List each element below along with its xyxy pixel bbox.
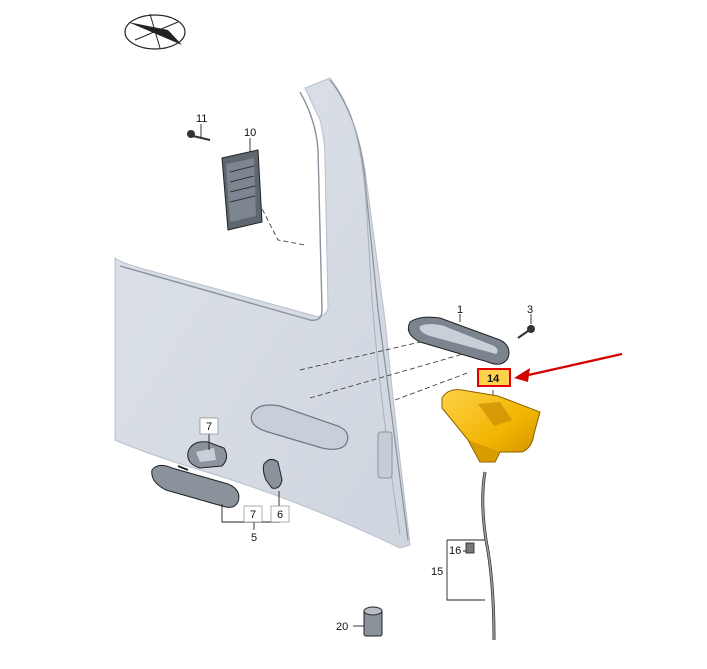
part-14-bracket (441, 389, 541, 463)
label-7-top: 7 (206, 421, 212, 433)
label-15: 15 (431, 566, 443, 578)
label-20: 20 (336, 621, 348, 633)
label-6: 6 (277, 509, 283, 521)
door-panel (114, 77, 411, 549)
part-6-cover (262, 458, 283, 489)
label-3: 3 (527, 304, 533, 316)
highlight-arrow-icon (514, 352, 623, 382)
label-16: 16 (449, 545, 461, 557)
part-7-cap (187, 441, 228, 469)
label-1: 1 (457, 304, 463, 316)
part-20-plug (353, 606, 383, 637)
part-11-screw (187, 130, 211, 141)
part-3-screw (517, 325, 535, 339)
label-14: 14 (487, 373, 500, 385)
part-labels: 11 10 1 3 7 7 6 5 16 15 20 14 (196, 113, 533, 633)
label-7-bottom: 7 (250, 509, 256, 521)
label-5: 5 (251, 532, 257, 544)
part-16-clip (463, 542, 475, 554)
part-10-module (221, 149, 263, 231)
group-15-bracket (446, 539, 485, 601)
highlight-box (477, 368, 511, 387)
label-10: 10 (244, 127, 256, 139)
label-ticks (200, 124, 532, 324)
part-1-carrier (407, 316, 510, 365)
label-11: 11 (196, 113, 207, 125)
part-15-cable (481, 471, 496, 641)
compass-icon (124, 13, 186, 50)
part-7-handle (151, 464, 240, 508)
leader-lines (254, 194, 494, 401)
